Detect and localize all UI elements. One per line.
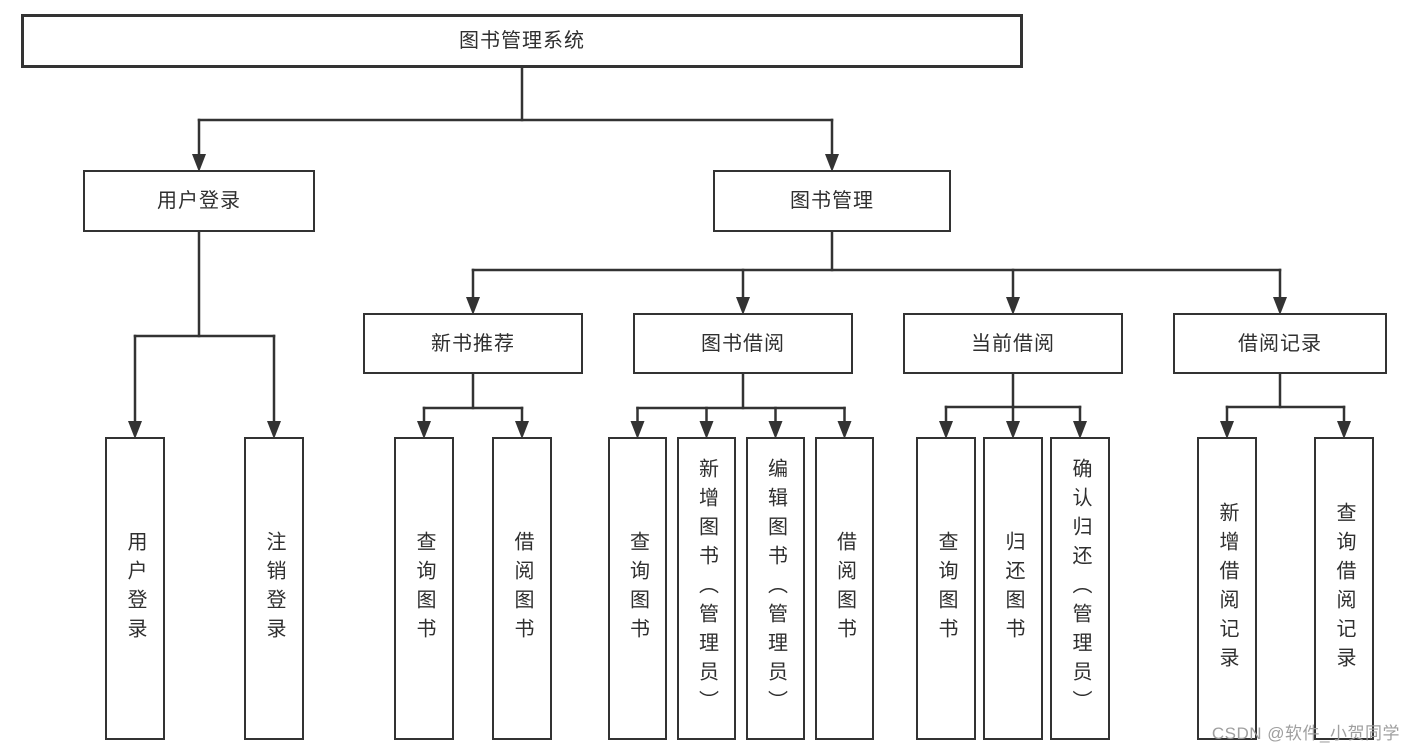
node-label-bb-add-books: 新增图书（管理员） bbox=[695, 458, 718, 719]
arrowhead-icon bbox=[515, 421, 529, 439]
arrowhead-icon bbox=[939, 421, 953, 439]
node-book-borrow: 图书借阅 bbox=[633, 313, 853, 374]
arrowhead-icon bbox=[1073, 421, 1087, 439]
watermark: CSDN @软件_小贺同学 bbox=[1211, 724, 1400, 743]
node-book-mgmt: 图书管理 bbox=[713, 170, 951, 232]
arrowhead-icon bbox=[128, 421, 142, 439]
node-label-leaf-user-login: 用户登录 bbox=[124, 530, 146, 647]
node-root: 图书管理系统 bbox=[21, 14, 1023, 68]
node-label-book-mgmt: 图书管理 bbox=[790, 190, 874, 212]
node-label-user-login: 用户登录 bbox=[157, 190, 241, 212]
node-bb-borrow-books: 借阅图书 bbox=[815, 437, 874, 740]
node-label-borrow-records: 借阅记录 bbox=[1238, 332, 1322, 355]
node-label-nb-borrow-books: 借阅图书 bbox=[511, 530, 533, 647]
arrowhead-icon bbox=[699, 421, 714, 439]
node-leaf-logout: 注销登录 bbox=[244, 437, 304, 740]
node-bb-query-books: 查询图书 bbox=[608, 437, 667, 740]
arrowhead-icon bbox=[630, 421, 645, 439]
arrowhead-icon bbox=[417, 421, 431, 439]
arrowhead-icon bbox=[1337, 421, 1351, 439]
node-cb-return-books: 归还图书 bbox=[983, 437, 1043, 740]
node-br-add-record: 新增借阅记录 bbox=[1197, 437, 1257, 740]
node-label-current-borrow: 当前借阅 bbox=[971, 332, 1055, 355]
arrowhead-icon bbox=[1006, 421, 1020, 439]
node-current-borrow: 当前借阅 bbox=[903, 313, 1123, 374]
arrowhead-icon bbox=[1006, 297, 1020, 315]
node-bb-add-books: 新增图书（管理员） bbox=[677, 437, 736, 740]
arrowhead-icon bbox=[837, 421, 852, 439]
node-label-br-query-record: 查询借阅记录 bbox=[1333, 501, 1355, 676]
node-bb-edit-books: 编辑图书（管理员） bbox=[746, 437, 805, 740]
node-label-book-borrow: 图书借阅 bbox=[701, 332, 785, 355]
arrowhead-icon bbox=[736, 297, 750, 315]
node-user-login: 用户登录 bbox=[83, 170, 315, 232]
node-label-br-add-record: 新增借阅记录 bbox=[1216, 501, 1238, 676]
node-new-book-rec: 新书推荐 bbox=[363, 313, 583, 374]
arrowhead-icon bbox=[1220, 421, 1234, 439]
node-label-nb-query-books: 查询图书 bbox=[413, 530, 435, 647]
node-label-bb-borrow-books: 借阅图书 bbox=[833, 530, 856, 647]
node-nb-query-books: 查询图书 bbox=[394, 437, 454, 740]
arrowhead-icon bbox=[825, 154, 839, 172]
node-nb-borrow-books: 借阅图书 bbox=[492, 437, 552, 740]
node-label-cb-confirm: 确认归还（管理员） bbox=[1069, 458, 1091, 719]
node-label-root: 图书管理系统 bbox=[459, 30, 585, 52]
arrowhead-icon bbox=[267, 421, 281, 439]
arrowhead-icon bbox=[466, 297, 480, 315]
node-label-new-book-rec: 新书推荐 bbox=[431, 332, 515, 355]
node-label-bb-query-books: 查询图书 bbox=[626, 530, 649, 647]
node-label-bb-edit-books: 编辑图书（管理员） bbox=[764, 458, 787, 719]
node-borrow-records: 借阅记录 bbox=[1173, 313, 1387, 374]
node-cb-confirm: 确认归还（管理员） bbox=[1050, 437, 1110, 740]
node-br-query-record: 查询借阅记录 bbox=[1314, 437, 1374, 740]
node-label-cb-query-books: 查询图书 bbox=[935, 530, 957, 647]
node-label-leaf-logout: 注销登录 bbox=[263, 530, 285, 647]
node-leaf-user-login: 用户登录 bbox=[105, 437, 165, 740]
arrowhead-icon bbox=[192, 154, 206, 172]
arrowhead-icon bbox=[1273, 297, 1287, 315]
node-cb-query-books: 查询图书 bbox=[916, 437, 976, 740]
arrowhead-icon bbox=[768, 421, 783, 439]
node-label-cb-return-books: 归还图书 bbox=[1002, 530, 1024, 647]
